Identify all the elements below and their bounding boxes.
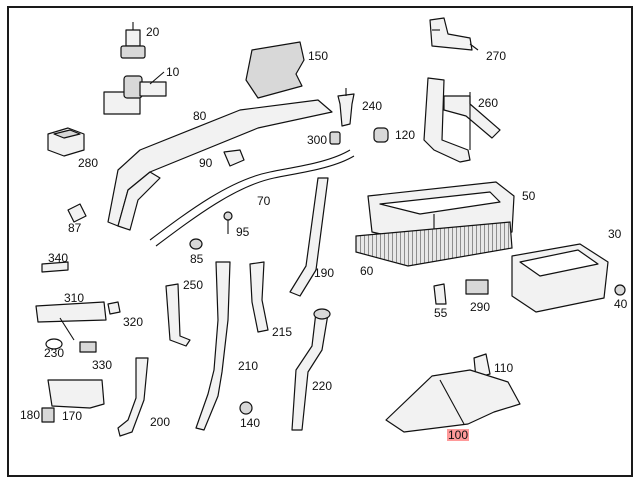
label-180: 180 (20, 408, 41, 422)
part-220-pipe[interactable] (291, 308, 331, 431)
label-60: 60 (360, 264, 374, 278)
part-60-cabin-filter[interactable] (355, 221, 513, 267)
label-210: 210 (238, 359, 259, 373)
label-260: 260 (478, 96, 499, 110)
part-30-blower-housing[interactable] (511, 243, 609, 313)
part-120-grommet[interactable] (373, 127, 389, 143)
part-310-bracket[interactable] (35, 301, 107, 341)
label-90: 90 (199, 156, 213, 170)
part-230-ring[interactable] (45, 338, 63, 350)
part-190-pipe[interactable] (289, 177, 329, 297)
part-280-mount-block[interactable] (47, 127, 85, 157)
label-50: 50 (522, 189, 536, 203)
part-140-nut[interactable] (239, 401, 253, 415)
part-330-pad[interactable] (79, 341, 97, 353)
part-85-grommet[interactable] (189, 238, 203, 250)
part-10-valve-block[interactable] (103, 71, 167, 115)
part-290-pad[interactable] (465, 279, 489, 295)
part-250-bracket[interactable] (165, 283, 191, 347)
label-170: 170 (62, 409, 83, 423)
part-70-cable[interactable] (149, 149, 355, 247)
part-20-actuator[interactable] (120, 22, 146, 59)
part-80-air-duct[interactable] (107, 99, 333, 231)
label-200: 200 (150, 415, 171, 429)
label-240: 240 (362, 99, 383, 113)
label-320: 320 (123, 315, 144, 329)
part-170-bracket[interactable] (47, 379, 105, 409)
label-230: 230 (44, 346, 65, 360)
label-110: 110 (494, 361, 514, 375)
label-310: 310 (64, 291, 85, 305)
part-95-screw[interactable] (223, 211, 233, 234)
label-20: 20 (146, 25, 160, 39)
label-290: 290 (470, 300, 491, 314)
part-210-pipe[interactable] (195, 261, 231, 431)
part-340-bracket[interactable] (41, 261, 69, 273)
part-87-clip[interactable] (67, 203, 87, 223)
label-150: 150 (308, 49, 329, 63)
label-80: 80 (193, 109, 207, 123)
part-300-grommet[interactable] (329, 131, 341, 145)
part-215-pipe[interactable] (249, 261, 269, 333)
part-90-clamp[interactable] (223, 149, 245, 167)
label-340: 340 (48, 251, 69, 265)
label-70: 70 (257, 194, 271, 208)
label-40: 40 (614, 297, 628, 311)
label-280: 280 (78, 156, 99, 170)
label-100-highlighted: 100 (447, 428, 470, 442)
part-320-clip[interactable] (107, 301, 121, 315)
label-140: 140 (240, 416, 261, 430)
part-100-cover[interactable] (385, 369, 521, 433)
part-40-clip[interactable] (614, 284, 626, 296)
label-220: 220 (312, 379, 333, 393)
label-190: 190 (314, 266, 335, 280)
label-55: 55 (434, 306, 448, 320)
part-150-foam-pad[interactable] (245, 41, 305, 99)
part-240-clip[interactable] (337, 88, 355, 127)
part-260-mount-frame[interactable] (423, 77, 501, 163)
label-120: 120 (395, 128, 416, 142)
part-180-clip[interactable] (41, 407, 55, 423)
diagram-frame (7, 6, 633, 477)
part-200-pipe[interactable] (117, 357, 149, 437)
label-87: 87 (68, 221, 82, 235)
label-270: 270 (486, 49, 507, 63)
label-300: 300 (307, 133, 328, 147)
label-85: 85 (190, 252, 204, 266)
label-330: 330 (92, 358, 113, 372)
label-30: 30 (608, 227, 622, 241)
part-55-clip[interactable] (433, 283, 447, 305)
label-95: 95 (236, 225, 250, 239)
label-250: 250 (183, 278, 204, 292)
part-270-bracket[interactable] (429, 17, 479, 51)
label-215: 215 (272, 325, 293, 339)
label-10: 10 (166, 65, 180, 79)
